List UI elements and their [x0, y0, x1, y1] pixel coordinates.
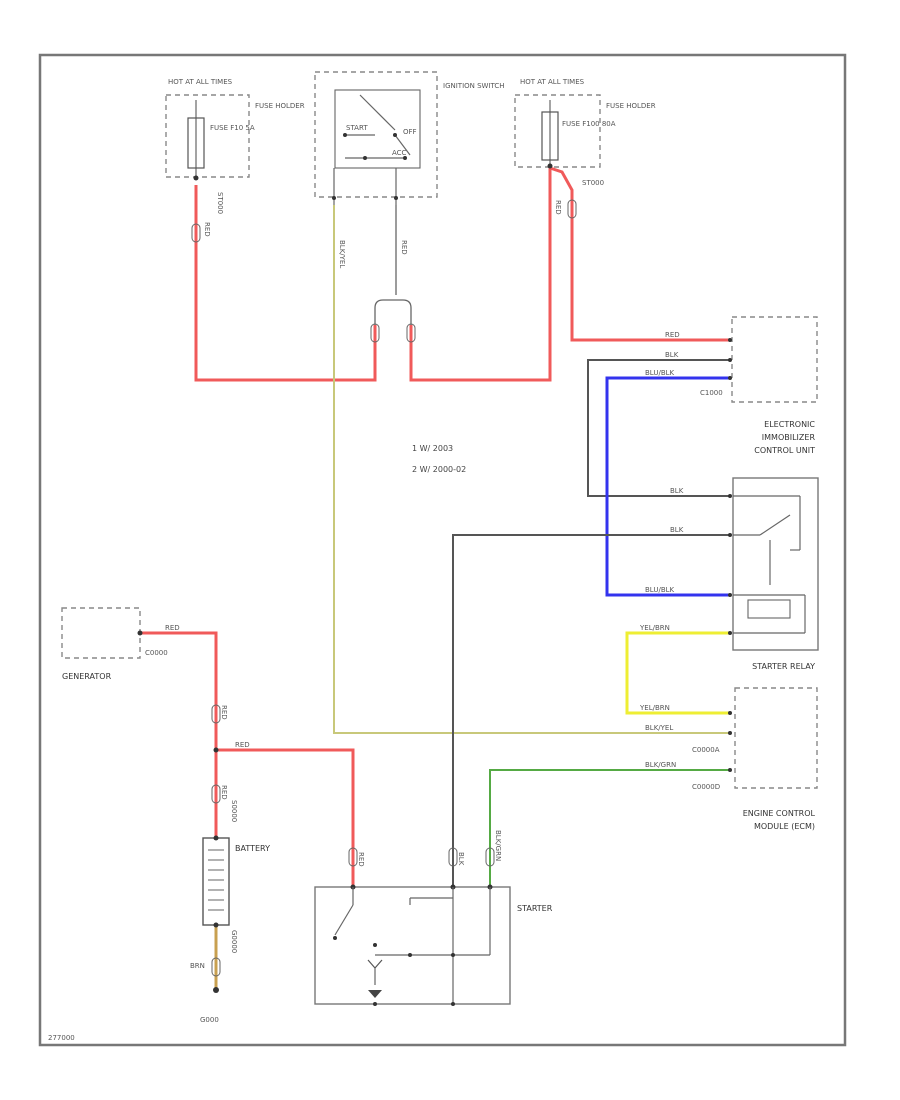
generator-label: GENERATOR — [62, 672, 112, 681]
wire-yel-brn — [625, 631, 730, 715]
wire-red-immobilizer — [549, 166, 730, 342]
immobilizer-label-line1: ELECTRONIC — [764, 420, 815, 429]
engine-control-module: YEL/BRN BLK/YEL C0000A BLK/GRN C0000D EN… — [639, 687, 818, 831]
wire-label-red-bat: RED — [235, 741, 250, 749]
wire-red-right-fuse — [409, 168, 552, 382]
legend-item-1: 1 W/ 2003 — [412, 444, 453, 453]
ground-label: G000 — [200, 1016, 219, 1024]
ignition-switch: IGNITION SWITCH START OFF ACC BLK/YEL RE… — [314, 71, 505, 268]
wire-blk-immobilizer-relay — [587, 359, 730, 497]
wire-label-red-immo: RED — [665, 331, 680, 339]
wire-label-blk-relay-1: BLK — [670, 487, 684, 495]
immobilizer-connector: C1000 — [700, 389, 723, 397]
wire-blk-relay-starter — [452, 534, 730, 887]
diagram-legend: 1 W/ 2003 2 W/ 2000-02 — [412, 444, 466, 474]
immobilizer-label-line3: CONTROL UNIT — [754, 446, 815, 455]
wire-label-brn: BRN — [190, 962, 205, 970]
wire-label-blk-relay-2: BLK — [670, 526, 684, 534]
fuse-holder-left: HOT AT ALL TIMES FUSE HOLDER FUSE F10 5A… — [165, 78, 305, 237]
wire-splice-jumper — [374, 299, 412, 325]
wire-red-left-fuse — [194, 185, 377, 382]
starter-relay-label: STARTER RELAY — [752, 662, 815, 671]
fuse-holder-right: HOT AT ALL TIMES FUSE HOLDER FUSE F100 8… — [514, 78, 656, 215]
wire-label-blu-blk-relay: BLU/BLK — [645, 586, 675, 594]
wire-label-red-right: RED — [554, 200, 562, 215]
wire-id-left: ST000 — [216, 192, 224, 214]
wire-label-blk-yel-ign: BLK/YEL — [338, 240, 346, 268]
wire-label-red-gen: RED — [165, 624, 180, 632]
fuse-holder-left-label: FUSE HOLDER — [255, 102, 305, 110]
fuse-holder-right-label: FUSE HOLDER — [606, 102, 656, 110]
ground-wire-id: G0000 — [230, 930, 238, 953]
wire-label-red-bat-v: RED — [220, 785, 228, 800]
ecm-label-line1: ENGINE CONTROL — [743, 809, 816, 818]
ignition-off-label: OFF — [403, 128, 417, 136]
generator: C0000 RED GENERATOR RED — [61, 607, 228, 720]
wire-label-red-left: RED — [203, 222, 211, 237]
generator-connector: C0000 — [145, 649, 168, 657]
wire-label-red-starter: RED — [357, 852, 365, 867]
starter: STARTER RED BLK BLK/GRN — [314, 830, 553, 1006]
ignition-acc-label: ACC — [392, 149, 407, 157]
wire-label-blk-starter: BLK — [457, 852, 465, 866]
ecm-label-line2: MODULE (ECM) — [754, 822, 815, 831]
wire-label-blk-yel-ecm: BLK/YEL — [645, 724, 673, 732]
wire-label-yel-brn-relay: YEL/BRN — [639, 624, 670, 632]
wire-label-blu-blk-immo: BLU/BLK — [645, 369, 675, 377]
battery-label: BATTERY — [235, 844, 270, 853]
hot-at-all-times-left-line1: HOT AT ALL TIMES — [168, 78, 233, 86]
ecm-connector-1: C0000A — [692, 746, 720, 754]
wire-red-generator — [140, 631, 218, 838]
wire-blu-blk — [605, 376, 730, 597]
starter-relay: BLK BLK BLU/BLK YEL/BRN STARTER RELAY — [639, 477, 819, 671]
diagram-frame — [38, 53, 847, 1047]
wire-label-blk-grn-starter: BLK/GRN — [494, 830, 502, 861]
legend-item-2: 2 W/ 2000-02 — [412, 465, 466, 474]
ignition-start-label: START — [346, 124, 368, 132]
immobilizer-label-line2: IMMOBILIZER — [762, 433, 816, 442]
immobilizer-control-unit: RED BLK BLU/BLK C1000 ELECTRONIC IMMOBIL… — [645, 316, 818, 455]
wire-label-red-ign: RED — [400, 240, 408, 255]
fuse-f100-label: FUSE F100 80A — [562, 120, 616, 128]
ignition-switch-label: IGNITION SWITCH — [443, 82, 505, 90]
hot-at-all-times-right: HOT AT ALL TIMES — [520, 78, 585, 86]
wire-label-blk-grn-ecm: BLK/GRN — [645, 761, 676, 769]
battery: RED RED S0000 BATTERY G0000 BRN G000 — [190, 741, 270, 1024]
wire-label-yel-brn-ecm: YEL/BRN — [639, 704, 670, 712]
wire-red-battery-starter — [216, 748, 355, 887]
fuse-f10-label: FUSE F10 5A — [210, 124, 255, 132]
starter-label: STARTER — [517, 904, 553, 913]
wire-id-right: ST000 — [582, 179, 604, 187]
splice-id: S0000 — [230, 800, 238, 822]
wire-label-red-gen-v: RED — [220, 705, 228, 720]
diagram-code: 277000 — [48, 1034, 75, 1042]
wire-blk-yel — [333, 205, 730, 734]
wire-label-blk-immo: BLK — [665, 351, 679, 359]
ecm-connector-2: C0000D — [692, 783, 720, 791]
